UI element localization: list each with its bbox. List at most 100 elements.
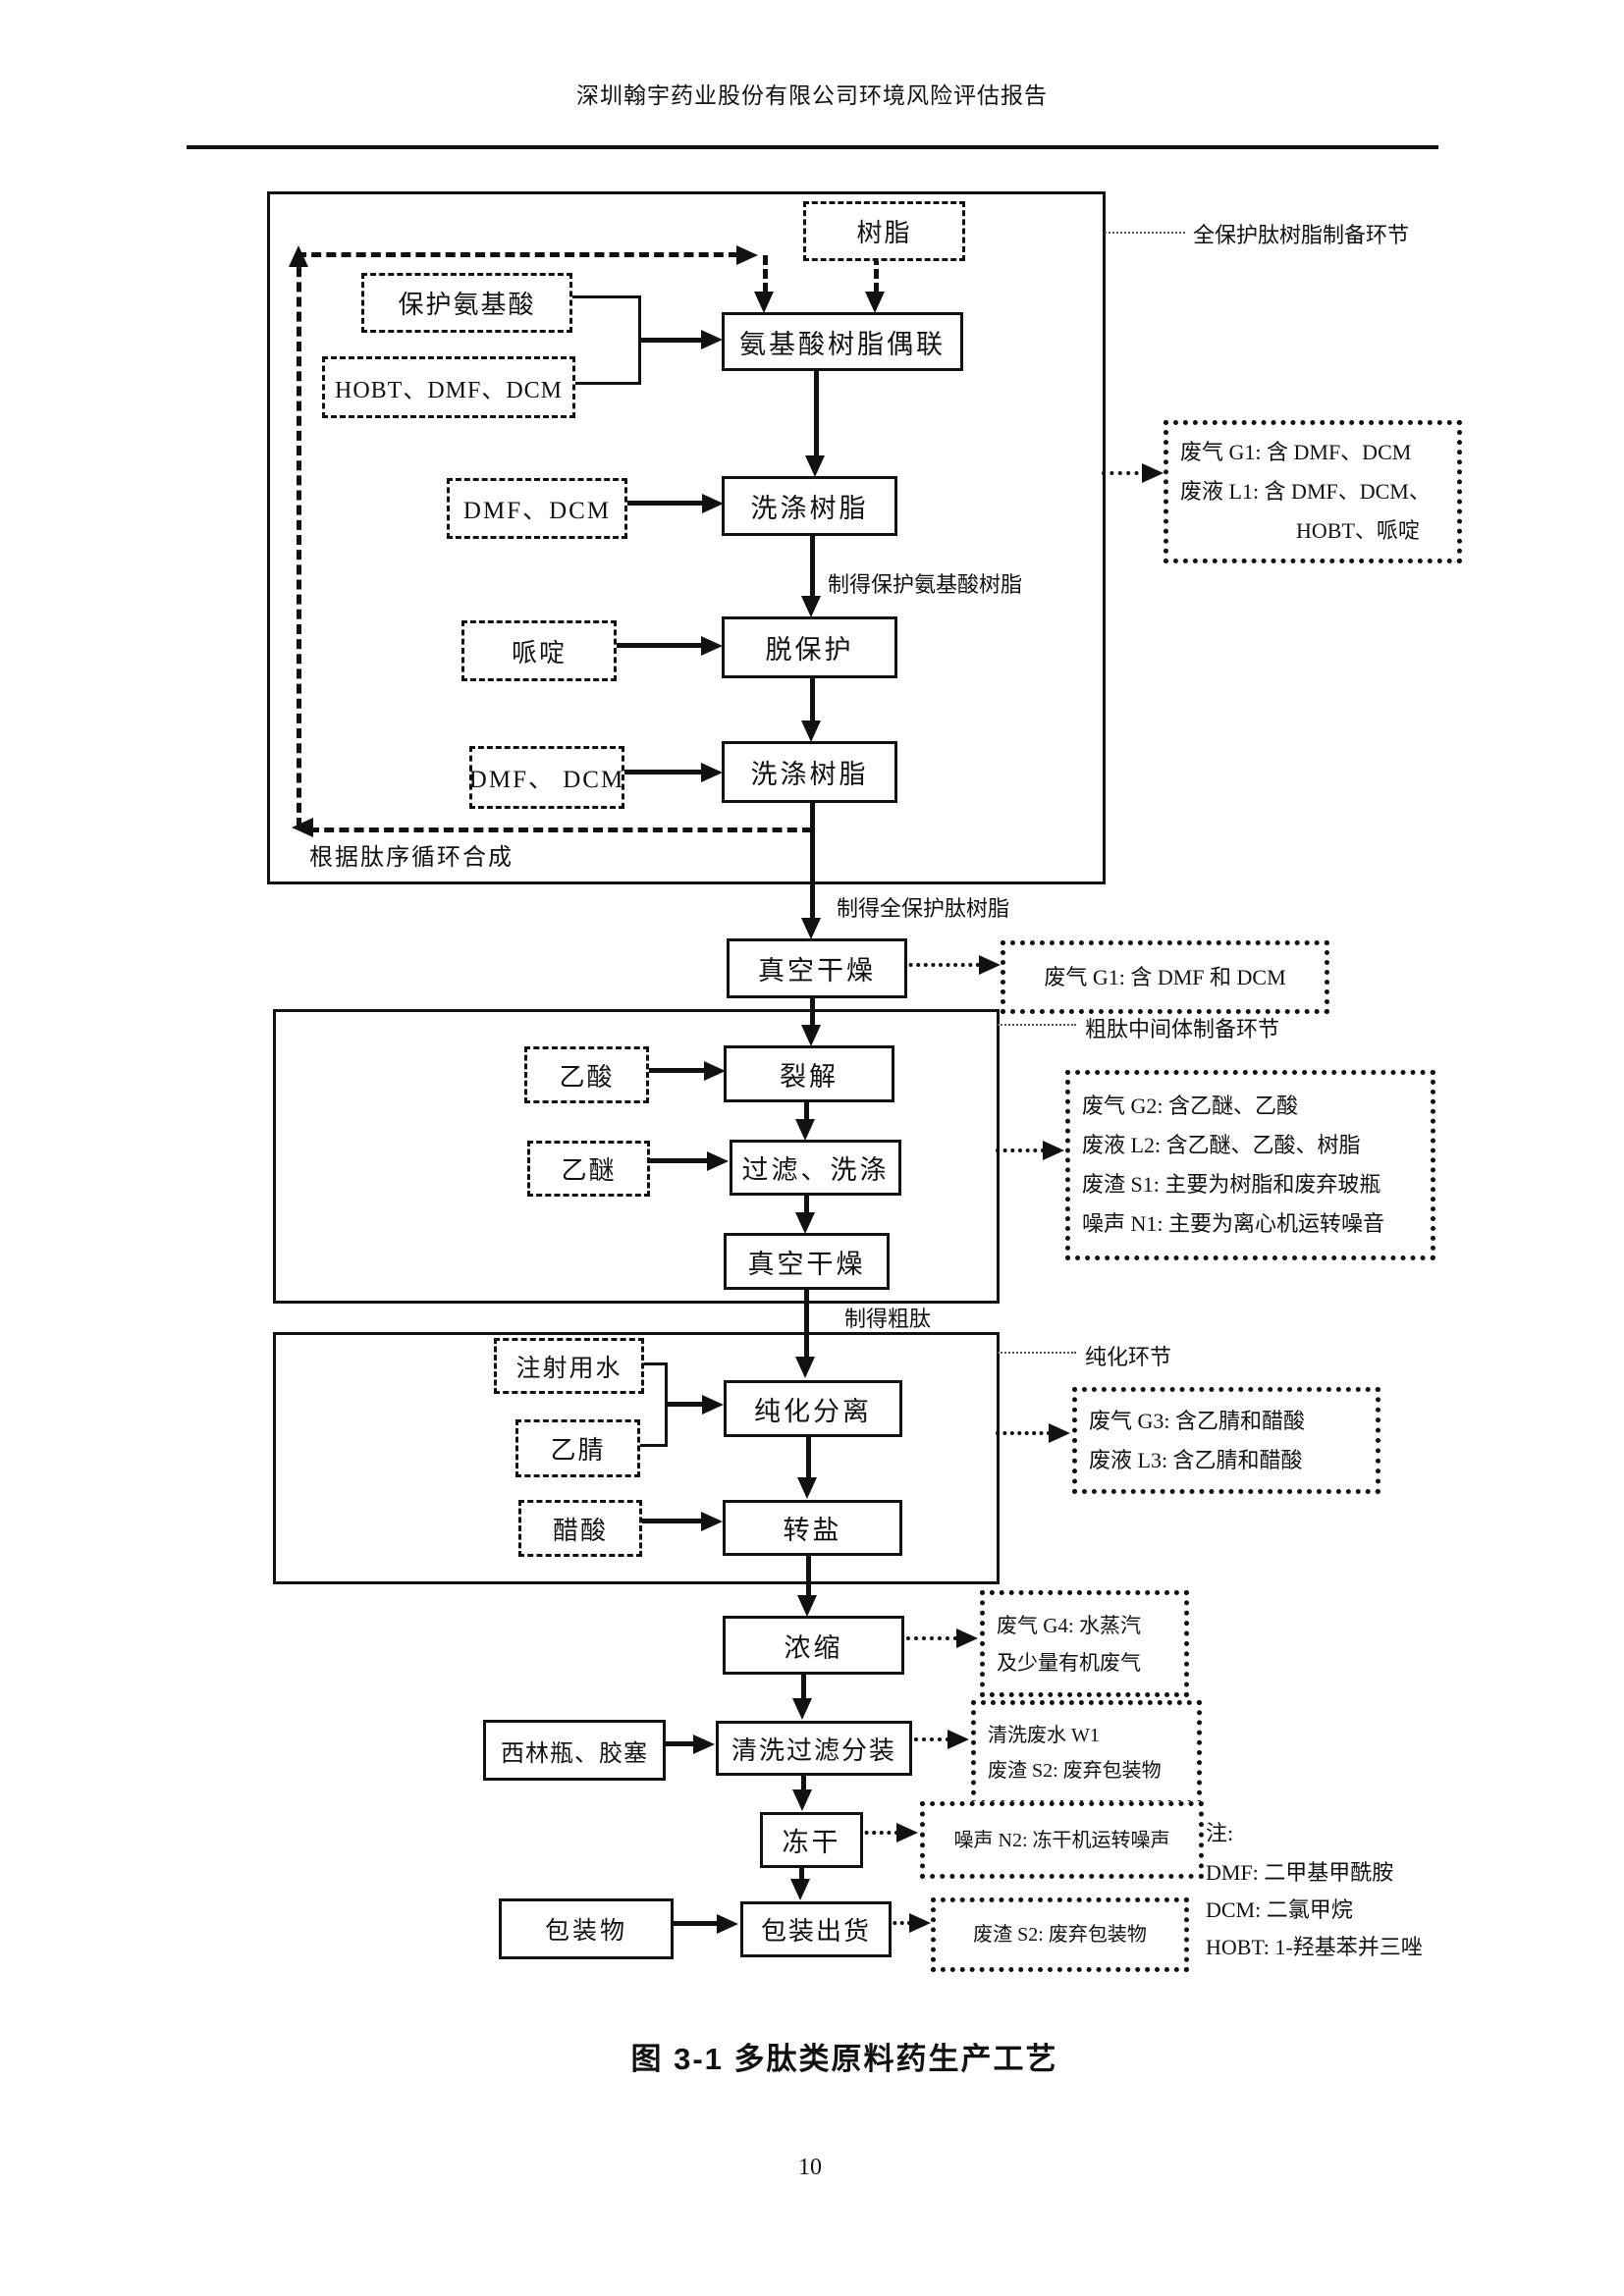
- process-label: 冻干: [782, 1828, 841, 1857]
- waste-line: 废液 L3: 含乙腈和醋酸: [1089, 1447, 1303, 1472]
- process-box-filter-wash: 过滤、洗涤: [730, 1140, 901, 1196]
- waste-box-g4: 废气 G4: 水蒸汽 及少量有机废气: [980, 1590, 1189, 1697]
- header-rule: [187, 145, 1438, 149]
- process-box-vacuum-dry-2: 真空干燥: [724, 1233, 890, 1290]
- flow-line: [643, 1068, 706, 1073]
- flow-arrowhead: [801, 721, 821, 742]
- input-label: 乙腈: [550, 1436, 606, 1465]
- process-box-wash-filter-fill: 清洗过滤分装: [716, 1721, 912, 1776]
- waste-line: HOBT、哌啶: [1296, 518, 1420, 543]
- flow-line: [660, 1741, 695, 1746]
- input-box-water-for-injection: 注射用水: [494, 1338, 644, 1394]
- process-label: 包装出货: [760, 1917, 871, 1946]
- flow-arrowhead: [801, 918, 821, 939]
- input-box-packaging-material: 包装物: [499, 1898, 674, 1959]
- waste-arrowhead: [1043, 1141, 1064, 1160]
- waste-arrow-line: [898, 1636, 957, 1640]
- flow-line: [814, 365, 819, 458]
- flow-line: [804, 1190, 809, 1215]
- waste-line: 废液 L2: 含乙醚、乙酸、树脂: [1082, 1133, 1361, 1157]
- flow-line: [611, 643, 703, 648]
- input-label: 西林瓶、胶塞: [501, 1740, 648, 1767]
- cycle-loop-drop-line: [763, 255, 768, 293]
- waste-line: 废渣 S2: 废弃包装物: [988, 1759, 1162, 1782]
- waste-box-w1-s2: 清洗废水 W1 废渣 S2: 废弃包装物: [971, 1700, 1202, 1805]
- bracket1-vertical: [638, 295, 641, 385]
- flow-line: [804, 1096, 809, 1122]
- input-label: 包装物: [544, 1918, 627, 1945]
- process-box-wash-resin-1: 洗涤树脂: [722, 476, 897, 536]
- input-box-dmf-dcm-2: DMF、 DCM: [469, 746, 624, 809]
- input-label: 乙醚: [561, 1156, 617, 1185]
- input-box-hobt-dmf-dcm: HOBT、DMF、DCM: [322, 356, 575, 418]
- flow-arrowhead: [797, 1595, 817, 1617]
- process-label: 洗涤树脂: [750, 494, 869, 523]
- waste-arrow-line: [906, 1737, 949, 1741]
- process-label: 浓缩: [784, 1632, 843, 1663]
- cycle-loop-left-arrowhead: [292, 818, 313, 837]
- flow-arrowhead: [790, 1879, 810, 1900]
- cycle-loop-right-arrowhead: [736, 245, 758, 265]
- input-box-protected-amino-acid: 保护氨基酸: [361, 273, 572, 333]
- waste-line: 噪声 N2: 冻干机运转噪声: [953, 1829, 1170, 1851]
- input-label: DMF、 DCM: [468, 767, 625, 793]
- made-protected-aa-resin-label: 制得保护氨基酸树脂: [828, 572, 1023, 597]
- flow-line: [619, 770, 703, 774]
- hobt-connector: [569, 382, 640, 385]
- flow-arrowhead: [797, 1477, 817, 1499]
- stage3-section-label: 纯化环节: [1085, 1345, 1172, 1369]
- process-box-concentrate: 浓缩: [723, 1616, 904, 1675]
- input-box-dmf-dcm-1: DMF、DCM: [447, 478, 627, 539]
- waste-line: 废气 G4: 水蒸汽: [997, 1613, 1141, 1637]
- waste-arrow-line: [996, 1431, 1051, 1435]
- flow-arrowhead: [701, 1512, 723, 1531]
- flow-arrowhead: [693, 1735, 715, 1754]
- waste-arrow-line: [901, 963, 980, 967]
- cycle-synthesis-label: 根据肽序循环合成: [309, 845, 514, 871]
- waste-arrowhead: [1142, 463, 1164, 483]
- input-box-acetic-acid-2: 醋酸: [518, 1500, 642, 1557]
- waste-box-g1: 废气 G1: 含 DMF 和 DCM: [1001, 940, 1329, 1014]
- flow-line: [806, 1431, 811, 1480]
- figure-caption: 图 3-1 多肽类原料药生产工艺: [630, 2042, 1058, 2076]
- process-box-cleavage: 裂解: [724, 1045, 894, 1102]
- waste-box-g2-l2-s1-n1: 废气 G2: 含乙醚、乙酸 废液 L2: 含乙醚、乙酸、树脂 废渣 S1: 主要…: [1065, 1070, 1435, 1260]
- waste-arrowhead: [896, 1823, 918, 1842]
- made-full-protected-resin-label: 制得全保护肽树脂: [837, 896, 1010, 921]
- cycle-loop-down-arrowhead: [754, 292, 774, 313]
- stage1-label-leader: [1105, 232, 1185, 234]
- flow-line: [801, 1669, 806, 1701]
- input-box-acetonitrile: 乙腈: [515, 1419, 640, 1477]
- waste-line: 废渣 S1: 主要为树脂和废弃玻瓶: [1082, 1172, 1381, 1197]
- notes-title: 注:: [1206, 1821, 1234, 1845]
- waste-line: 清洗废水 W1: [988, 1724, 1100, 1746]
- waste-arrow-line: [857, 1831, 898, 1835]
- cycle-loop-left-line: [297, 252, 301, 828]
- flow-arrowhead: [701, 636, 723, 656]
- waste-arrow-line: [1102, 471, 1147, 475]
- input-label: 保护氨基酸: [398, 291, 536, 319]
- page-number: 10: [798, 2155, 822, 2180]
- flow-line: [806, 1550, 811, 1598]
- input-label: DMF、DCM: [462, 498, 612, 524]
- process-label: 洗涤树脂: [750, 760, 869, 789]
- flow-line: [810, 530, 815, 599]
- process-label: 氨基酸树脂偶联: [739, 329, 946, 359]
- bracket1-arrowhead: [701, 330, 723, 349]
- input-box-vials-stoppers: 西林瓶、胶塞: [483, 1720, 666, 1781]
- waste-line: 废气 G1: 含 DMF、DCM: [1180, 440, 1412, 464]
- cycle-loop-top-line: [297, 252, 738, 257]
- bracket1-arrow-shaft: [640, 338, 703, 343]
- waste-arrowhead: [956, 1629, 978, 1648]
- waste-line: 废气 G1: 含 DMF 和 DCM: [1044, 964, 1286, 989]
- waste-arrow-line: [996, 1148, 1045, 1152]
- stage2-label-leader: [998, 1024, 1076, 1026]
- waste-line: 废液 L1: 含 DMF、DCM、: [1180, 479, 1431, 504]
- flow-line: [799, 1862, 804, 1882]
- process-box-salt-exchange: 转盐: [723, 1500, 902, 1556]
- process-box-pack-ship: 包装出货: [740, 1901, 892, 1957]
- waste-line: 及少量有机废气: [997, 1650, 1141, 1675]
- process-box-deprotect: 脱保护: [722, 616, 897, 678]
- flow-line: [801, 1770, 806, 1792]
